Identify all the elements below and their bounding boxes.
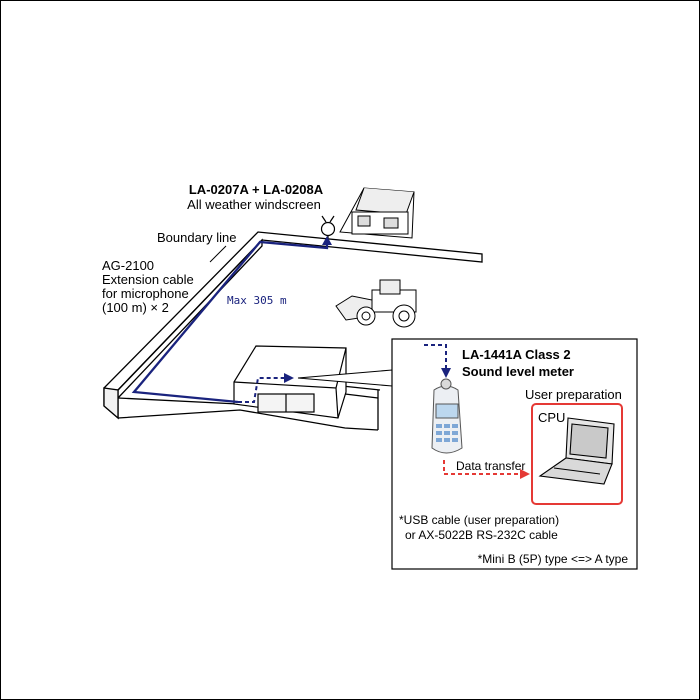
max-length-label: Max 305 m (227, 294, 287, 307)
cable-desc-line2: for microphone (102, 286, 189, 301)
device-cable-arrowhead (284, 373, 294, 383)
cpu-box (531, 403, 623, 505)
cable-desc-line1: Extension cable (102, 272, 194, 287)
meter-cable-dashed (424, 344, 447, 368)
cable-arrowhead (322, 236, 332, 245)
data-transfer-line (443, 460, 520, 475)
user-preparation-label: User preparation (525, 387, 622, 402)
wheel-loader-illustration (335, 279, 417, 328)
laptop-icon (538, 417, 615, 485)
device-cable-dashed (238, 377, 284, 403)
note-mini-b: *Mini B (5P) type <=> A type (478, 552, 629, 566)
house-illustration (339, 187, 415, 239)
data-transfer-arrowhead (520, 469, 530, 479)
boundary-line-label: Boundary line (157, 230, 237, 245)
microphone-windscreen-icon (320, 215, 336, 244)
building (233, 345, 347, 419)
cpu-label: CPU (538, 410, 565, 425)
boundary-leader-line (209, 245, 227, 263)
windscreen-model-label: LA-0207A + LA-0208A (189, 182, 324, 197)
sound-level-meter-icon (431, 378, 463, 454)
meter-model-label: LA-1441A Class 2 (462, 347, 571, 362)
boundary-wall (103, 231, 483, 431)
meter-cable-arrowhead (441, 368, 451, 378)
note-rs232c-cable: or AX-5022B RS-232C cable (405, 528, 558, 542)
windscreen-name-label: All weather windscreen (187, 197, 321, 212)
data-transfer-label: Data transfer (456, 459, 525, 473)
note-usb-cable: *USB cable (user preparation) (399, 513, 559, 527)
cable-desc-line3: (100 m) × 2 (102, 300, 169, 315)
meter-name-label: Sound level meter (462, 364, 574, 379)
cable-model-label: AG-2100 (102, 258, 154, 273)
